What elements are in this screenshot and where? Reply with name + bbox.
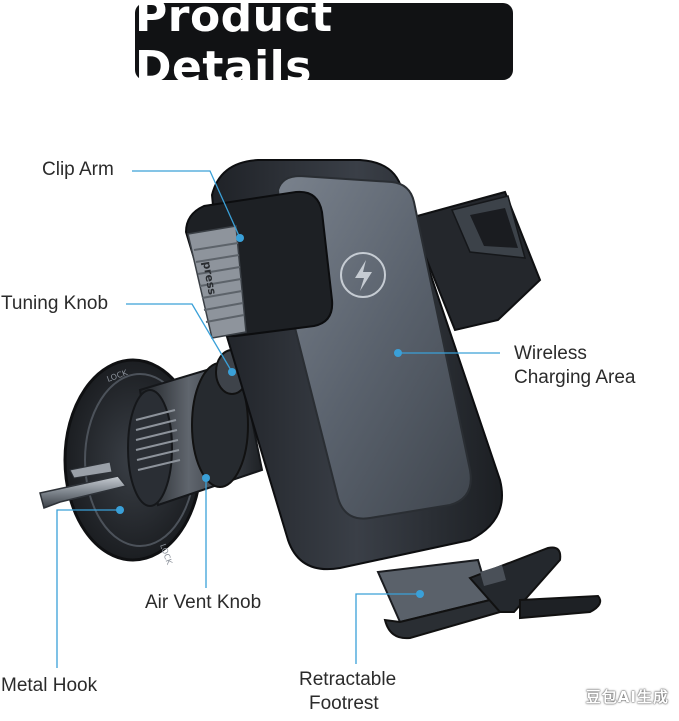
lock-label-bottom: LOCK: [158, 543, 174, 567]
callout-footrest-line2: Footrest: [309, 693, 379, 714]
callout-wireless-line1: Wireless: [514, 343, 587, 364]
press-button-label: press: [200, 260, 219, 296]
title-banner: Product Details: [135, 0, 513, 93]
page-title: Product Details: [135, 0, 333, 93]
callout-dots: [116, 234, 424, 598]
callout-air-vent-knob: Air Vent Knob: [145, 592, 262, 613]
air-vent-knob: [127, 358, 264, 507]
wireless-charging-icon: [340, 252, 386, 298]
right-clip-arm: [408, 190, 542, 332]
callout-wireless-line2: Charging Area: [514, 367, 636, 388]
watermark: 豆包AI生成: [585, 688, 669, 706]
callout-metal-hook: Metal Hook: [1, 675, 98, 696]
callout-tuning-knob: Tuning Knob: [1, 293, 109, 314]
callout-footrest-line1: Retractable: [299, 669, 397, 690]
callout-clip-arm: Clip Arm: [42, 159, 114, 180]
callout-lines: [56, 170, 500, 668]
metal-hook: [39, 461, 128, 509]
retractable-footrest: [376, 546, 602, 640]
top-clip-arm: press: [184, 190, 334, 339]
